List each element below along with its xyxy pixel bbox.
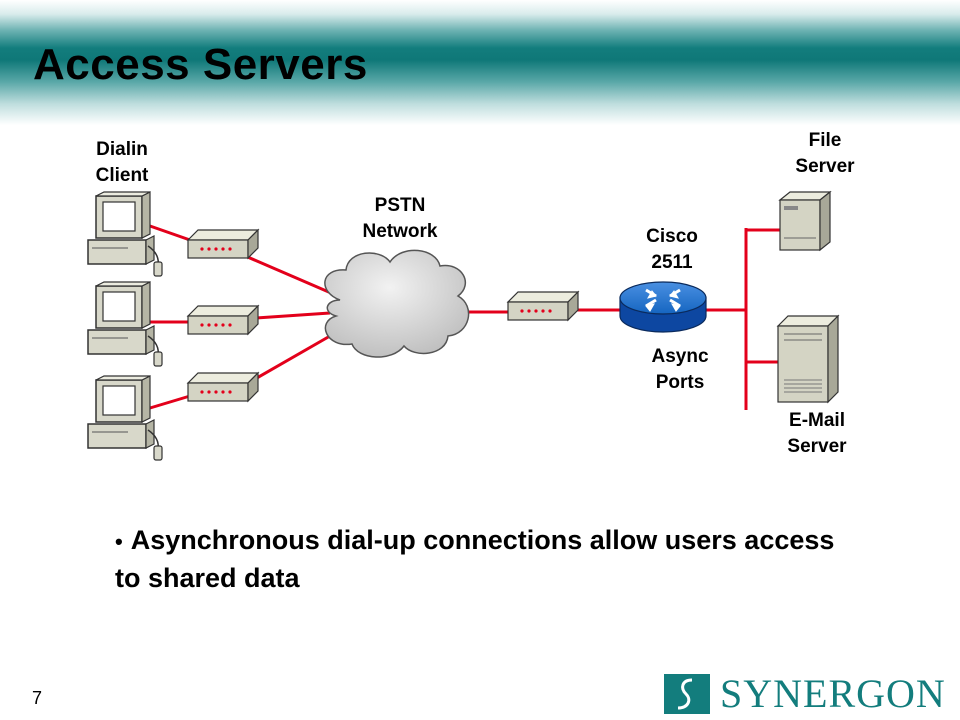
client-modem-3 <box>187 372 259 402</box>
pstn-cloud <box>324 249 470 358</box>
dialin-client-pc-3 <box>87 375 163 461</box>
access-server-modem <box>507 291 579 321</box>
client-modem-1 <box>187 229 259 259</box>
client-modem-2 <box>187 305 259 335</box>
title-banner <box>0 0 960 125</box>
slide-title: Access Servers <box>33 40 368 89</box>
cisco-router-icon <box>619 281 707 333</box>
page-number: 7 <box>32 688 43 708</box>
dialin-client-pc-2 <box>87 281 163 367</box>
synergon-logo-text: SYNERGON <box>720 671 946 716</box>
bullet-text: Asynchronous dial-up connections allow u… <box>115 525 835 593</box>
file-server-icon <box>778 190 832 252</box>
dialin-client-pc-1 <box>87 191 163 277</box>
bullet-marker: • <box>115 529 123 554</box>
email-server-icon <box>776 314 840 404</box>
synergon-logo-mark-icon <box>664 674 710 714</box>
bullet-point: •Asynchronous dial-up connections allow … <box>115 522 835 596</box>
synergon-logo: SYNERGON <box>664 674 946 714</box>
